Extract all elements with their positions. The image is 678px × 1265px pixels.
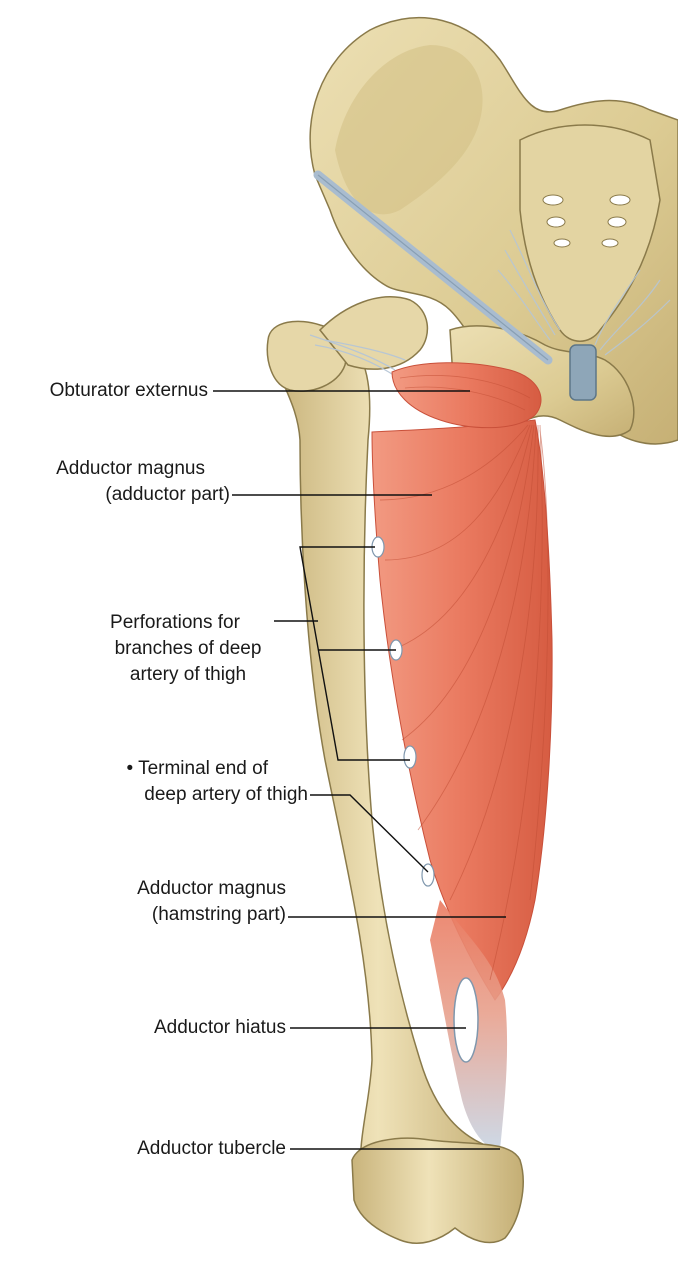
sacrum-bone <box>519 124 661 342</box>
label-adductor-hiatus-text: Adductor hiatus <box>153 1017 286 1038</box>
label-line: deep artery of thigh <box>144 784 308 805</box>
label-obturator-externus-text: Obturator externus <box>49 380 208 401</box>
muscle-fibers <box>379 424 549 981</box>
pelvic-ligaments <box>497 229 671 356</box>
femoral-condyles <box>351 1137 524 1244</box>
label-adductor-magnus-adductor-part: Adductor magnus (adductor part) <box>20 456 230 508</box>
label-line: Perforations for <box>110 612 240 633</box>
label-line: • Terminal end of <box>126 758 269 779</box>
label-terminal-end: • Terminal end of deep artery of thigh <box>80 756 309 808</box>
label-line: Adductor magnus <box>56 458 205 479</box>
femoral-neck-head <box>318 296 429 370</box>
label-perforations: Perforations for branches of deep artery… <box>88 610 288 688</box>
sacral-foramina <box>542 194 631 248</box>
leader-terminal-end <box>310 794 429 873</box>
label-adductor-tubercle-text: Adductor tubercle <box>137 1138 286 1159</box>
label-adductor-tubercle: Adductor tubercle <box>60 1136 286 1162</box>
adductor-magnus-muscle <box>371 419 553 1001</box>
label-line: artery of thigh <box>129 664 247 685</box>
adductor-hiatus-opening <box>453 977 479 1063</box>
leader-perforations <box>299 546 410 761</box>
label-obturator-externus: Obturator externus <box>10 378 208 404</box>
label-adductor-hiatus: Adductor hiatus <box>80 1015 286 1041</box>
label-line: Adductor magnus <box>137 878 286 899</box>
iliac-fossa-shading <box>335 45 483 215</box>
obturator-externus-muscle <box>391 362 542 429</box>
label-adductor-magnus-hamstring-part: Adductor magnus (hamstring part) <box>90 876 286 928</box>
label-line: branches of deep <box>114 638 262 659</box>
hip-capsule <box>309 334 406 379</box>
label-line: (adductor part) <box>105 484 230 505</box>
leader-lines <box>213 390 506 1150</box>
pubic-symphysis <box>569 344 597 401</box>
femur-shaft <box>277 334 501 1171</box>
label-line: (hamstring part) <box>151 904 286 925</box>
